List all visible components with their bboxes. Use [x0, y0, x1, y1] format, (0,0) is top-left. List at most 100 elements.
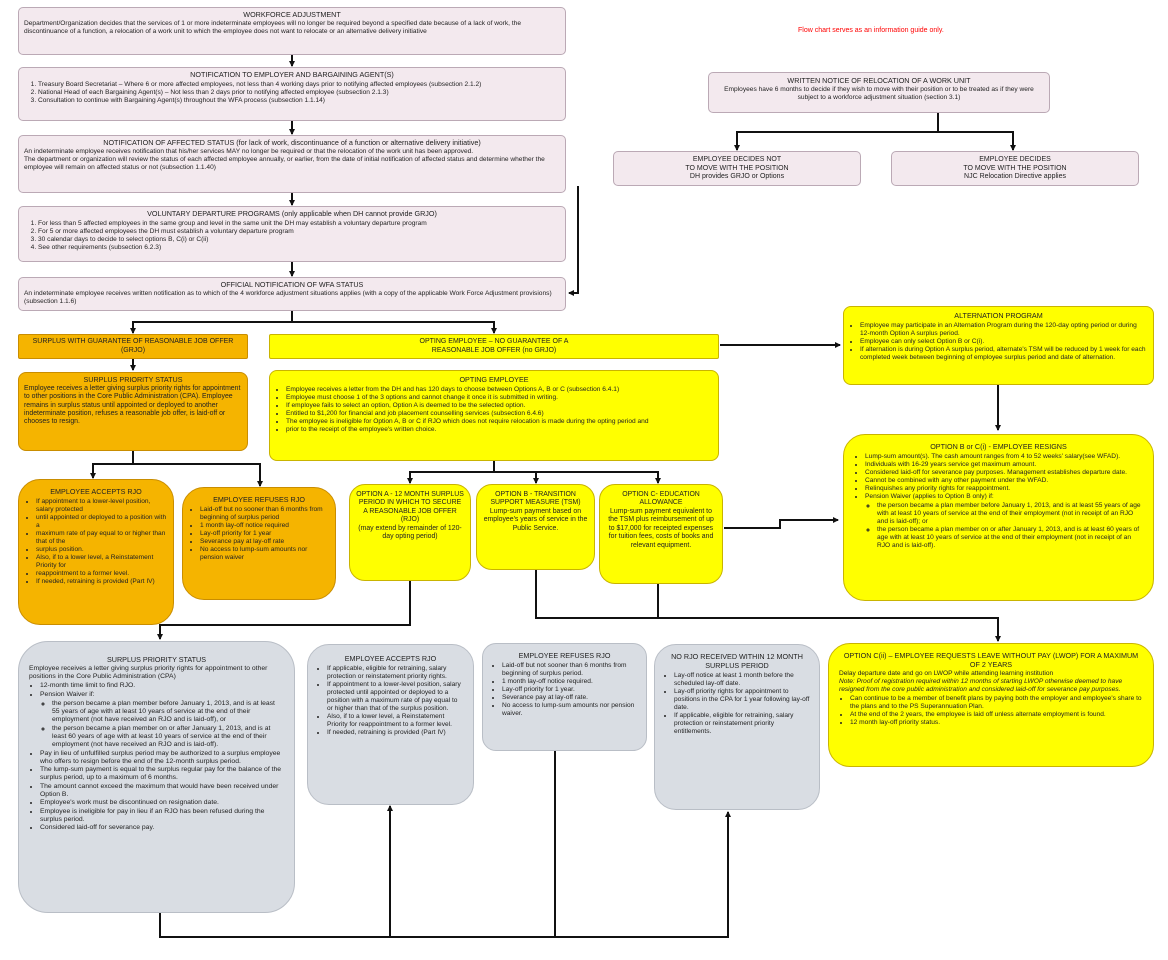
surplus-priority-grey-pension: Pension Waiver if: — [40, 690, 95, 698]
official-notification-box: OFFICIAL NOTIFICATION OF WFA STATUS An i… — [18, 277, 566, 311]
option-a-box: OPTION A - 12 MONTH SURPLUS PERIOD IN WH… — [349, 484, 471, 581]
list-item: the person became a plan member on or af… — [877, 526, 1143, 550]
accepts-rjo-orange-title: EMPLOYEE ACCEPTS RJO — [50, 487, 142, 496]
list-item: The amount cannot exceed the maximum tha… — [40, 783, 284, 800]
list-item: surplus position. — [36, 546, 167, 554]
list-item: Can continue to be a member of benefit p… — [850, 695, 1143, 711]
list-item: National Head of each Bargaining Agent(s… — [38, 89, 560, 97]
list-item: If needed, retraining is provided (Part … — [327, 729, 465, 737]
list-item: See other requirements (subsection 6.2.3… — [38, 244, 560, 252]
list-item: If needed, retraining is provided (Part … — [36, 578, 167, 586]
list-item: For 5 or more affected employees the DH … — [38, 228, 560, 236]
option-cii-note: Note: Proof of registration required wit… — [839, 677, 1123, 693]
list-item: If appointment to a lower-level position… — [327, 681, 465, 713]
opting-no-grjo-box: OPTING EMPLOYEE – NO GUARANTEE OF A REAS… — [269, 334, 719, 359]
surplus-priority-grey-list: 12-month time limit to find RJO. Pension… — [29, 682, 284, 832]
voluntary-departure-list: For less than 5 affected employees in th… — [24, 220, 560, 252]
list-item: Treasury Board Secretariat – Where 6 or … — [38, 81, 560, 89]
option-cii-box: OPTION C(ii) – EMPLOYEE REQUESTS LEAVE W… — [828, 643, 1154, 767]
list-item: No access to lump-sum amounts nor pensio… — [502, 702, 638, 718]
information-guide-note: Flow chart serves as an information guid… — [798, 27, 944, 34]
decides-move-box: EMPLOYEE DECIDES TO MOVE WITH THE POSITI… — [891, 151, 1139, 186]
list-item: 12 month lay-off priority status. — [850, 719, 1143, 727]
list-item: Individuals with 16-29 years service get… — [865, 461, 1143, 469]
decides-move-l1: EMPLOYEE DECIDES — [979, 156, 1051, 163]
surplus-priority-grey-sublist: the person became a plan member before J… — [40, 700, 284, 750]
refuses-rjo-grey-box: EMPLOYEE REFUSES RJO Laid-off but not so… — [482, 643, 647, 751]
decides-not-move-l1: EMPLOYEE DECIDES NOT — [692, 156, 782, 163]
list-item: prior to the receipt of the employee's w… — [286, 426, 713, 434]
accepts-rjo-grey-box: EMPLOYEE ACCEPTS RJO If applicable, elig… — [307, 644, 474, 805]
list-item: Consultation to continue with Bargaining… — [38, 97, 560, 105]
voluntary-departure-title: VOLUNTARY DEPARTURE PROGRAMS (only appli… — [147, 209, 437, 218]
surplus-grjo-text: SURPLUS WITH GUARANTEE OF REASONABLE JOB… — [32, 338, 234, 354]
notification-affected-p1: An indeterminate employee receives notif… — [24, 147, 474, 155]
option-c-text: Lump-sum payment equivalent to the TSM p… — [608, 507, 714, 549]
list-item: Employee must choose 1 of the 3 options … — [286, 394, 713, 402]
accepts-rjo-grey-title: EMPLOYEE ACCEPTS RJO — [344, 654, 437, 663]
refuses-rjo-grey-list: Laid-off but not sooner than 6 months fr… — [491, 662, 638, 718]
notification-employer-box: NOTIFICATION TO EMPLOYER AND BARGAINING … — [18, 67, 566, 121]
list-item: If appointment to a lower-level position… — [36, 498, 167, 514]
decides-not-move-l3: DH provides GRJO or Options — [689, 173, 785, 181]
workforce-adjustment-title: WORKFORCE ADJUSTMENT — [243, 10, 341, 19]
no-rjo-list: Lay-off notice at least 1 month before t… — [663, 672, 811, 736]
surplus-priority-grey-title: SURPLUS PRIORITY STATUS — [106, 655, 207, 664]
list-item: If applicable, eligible for retraining, … — [674, 712, 811, 736]
list-item: 1 month lay-off notice required — [200, 522, 329, 530]
list-item: For less than 5 affected employees in th… — [38, 220, 560, 228]
option-b-ci-sublist: the person became a plan member before J… — [865, 502, 1143, 550]
list-item: Severance pay at lay-off rate — [200, 538, 329, 546]
notification-affected-p2: The department or organization will revi… — [24, 155, 545, 171]
list-item: Pension Waiver (applies to Option B only… — [865, 493, 1143, 550]
official-notification-text: An indeterminate employee receives writt… — [24, 289, 552, 305]
list-item: the person became a plan member on or af… — [52, 725, 284, 750]
option-cii-list: Can continue to be a member of benefit p… — [839, 695, 1143, 727]
list-item: Laid-off but not sooner than 6 months fr… — [502, 662, 638, 678]
option-b-ci-title: OPTION B or C(i) - EMPLOYEE RESIGNS — [930, 442, 1067, 451]
relocation-notice-title: WRITTEN NOTICE OF RELOCATION OF A WORK U… — [787, 76, 971, 85]
surplus-priority-orange-title: SURPLUS PRIORITY STATUS — [83, 375, 183, 384]
option-b-ci-list: Lump-sum amount(s). The cash amount rang… — [854, 453, 1143, 550]
list-item: the person became a plan member before J… — [52, 700, 284, 725]
option-b-text: Lump-sum payment based on employee's yea… — [483, 507, 588, 532]
list-item: Pay in lieu of unfulfilled surplus perio… — [40, 750, 284, 767]
option-b-box: OPTION B - TRANSITION SUPPORT MEASURE (T… — [476, 484, 595, 570]
surplus-priority-grey-text: Employee receives a letter giving surplu… — [29, 664, 268, 681]
accepts-rjo-orange-box: EMPLOYEE ACCEPTS RJO If appointment to a… — [18, 479, 174, 625]
notification-employer-title: NOTIFICATION TO EMPLOYER AND BARGAINING … — [190, 70, 394, 79]
list-item: Also, if to a lower level, a Reinstateme… — [327, 713, 465, 729]
opting-no-grjo-l1: OPTING EMPLOYEE – NO GUARANTEE OF A — [419, 338, 569, 345]
option-c-title: OPTION C- EDUCATION ALLOWANCE — [622, 491, 700, 507]
refuses-rjo-orange-box: EMPLOYEE REFUSES RJO Laid-off but no soo… — [182, 487, 336, 600]
list-item: At the end of the 2 years, the employee … — [850, 711, 1143, 719]
notification-affected-title: NOTIFICATION OF AFFECTED STATUS (for lac… — [103, 138, 481, 147]
list-item: Pension Waiver if: the person became a p… — [40, 691, 284, 750]
no-rjo-title: NO RJO RECEIVED WITHIN 12 MONTH SURPLUS … — [671, 652, 803, 670]
notification-affected-box: NOTIFICATION OF AFFECTED STATUS (for lac… — [18, 135, 566, 193]
list-item: until appointed or deployed to a positio… — [36, 514, 167, 530]
option-cii-p1: Delay departure date and go on LWOP whil… — [839, 669, 1054, 677]
list-item: If alternation is during Option A surplu… — [860, 346, 1148, 362]
option-a-note: (may extend by remainder of 120-day opti… — [358, 524, 462, 541]
opting-employee-list: Employee receives a letter from the DH a… — [275, 386, 713, 434]
option-b-title: OPTION B - TRANSITION SUPPORT MEASURE (T… — [490, 491, 581, 507]
list-item: The lump-sum payment is equal to the sur… — [40, 766, 284, 783]
option-cii-title: OPTION C(ii) – EMPLOYEE REQUESTS LEAVE W… — [843, 651, 1139, 669]
list-item: Lay-off notice at least 1 month before t… — [674, 672, 811, 688]
decides-not-move-box: EMPLOYEE DECIDES NOT TO MOVE WITH THE PO… — [613, 151, 861, 186]
option-b-ci-box: OPTION B or C(i) - EMPLOYEE RESIGNS Lump… — [843, 434, 1154, 601]
workforce-adjustment-box: WORKFORCE ADJUSTMENT Department/Organiza… — [18, 7, 566, 55]
list-item: Relinquishes any priority rights for rea… — [865, 485, 1143, 493]
relocation-notice-box: WRITTEN NOTICE OF RELOCATION OF A WORK U… — [708, 72, 1050, 113]
list-item: reappointment to a former level. — [36, 570, 167, 578]
list-item: If employee fails to select an option, O… — [286, 402, 713, 410]
surplus-priority-grey-box: SURPLUS PRIORITY STATUS Employee receive… — [18, 641, 295, 913]
accepts-rjo-orange-list: If appointment to a lower-level position… — [25, 498, 167, 586]
voluntary-departure-box: VOLUNTARY DEPARTURE PROGRAMS (only appli… — [18, 206, 566, 262]
opting-employee-title: OPTING EMPLOYEE — [459, 375, 529, 384]
notification-employer-list: Treasury Board Secretariat – Where 6 or … — [24, 81, 560, 105]
list-item: Severance pay at lay-off rate. — [502, 694, 638, 702]
surplus-priority-orange-text: Employee receives a letter giving surplu… — [24, 384, 241, 426]
